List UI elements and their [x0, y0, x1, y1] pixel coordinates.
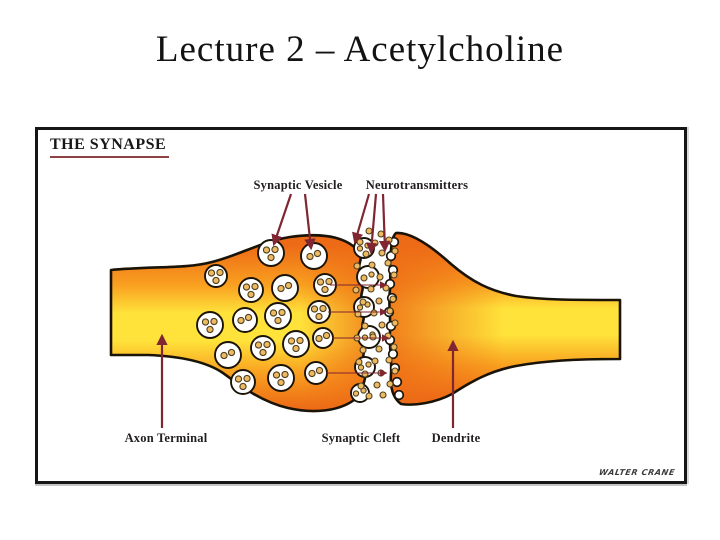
synaptic-vesicle — [230, 369, 256, 395]
synaptic-vesicle — [238, 277, 264, 303]
synaptic-vesicle — [307, 300, 331, 324]
neurotransmitter-molecule — [377, 230, 385, 238]
neurotransmitter-molecule — [367, 285, 375, 293]
synaptic-vesicle — [250, 335, 276, 361]
neurotransmitter-molecule — [365, 392, 373, 400]
synaptic-vesicle — [257, 239, 285, 267]
neurotransmitters-arrow-2 — [366, 193, 378, 255]
neurotransmitter-molecule — [390, 343, 398, 351]
synaptic-vesicle — [232, 307, 258, 333]
neurotransmitter-molecule — [382, 284, 390, 292]
neurotransmitter-molecule — [352, 286, 360, 294]
neurotransmitter-molecule — [386, 380, 394, 388]
synaptic-vesicle — [214, 341, 242, 369]
label-neurotransmitters: Neurotransmitters — [366, 178, 468, 192]
neurotransmitter-molecule — [375, 297, 383, 305]
neurotransmitter-molecule — [359, 298, 367, 306]
synaptic-vesicle — [196, 311, 224, 339]
slide-title: Lecture 2 – Acetylcholine — [155, 29, 565, 70]
dendrite-body — [387, 231, 622, 406]
neurotransmitter-molecule — [362, 250, 370, 258]
label-arrows — [156, 193, 459, 428]
synaptic-vesicle — [300, 242, 328, 270]
neurotransmitter-molecule — [357, 382, 365, 390]
synaptic-vesicle — [271, 274, 299, 302]
synaptic-vesicle — [267, 364, 295, 392]
synaptic-vesicle — [204, 264, 228, 288]
neurotransmitters-arrow-3 — [378, 193, 391, 253]
synaptic-vesicle-arrow-right — [303, 193, 316, 251]
neurotransmitters-arrow-1 — [352, 193, 371, 245]
release-arrows — [326, 281, 390, 377]
synaptic-vesicle — [304, 361, 328, 385]
artist-signature: WALTER CRANE — [598, 468, 676, 477]
synaptic-vesicle — [313, 273, 337, 297]
neurotransmitter-molecule — [386, 307, 394, 315]
neurotransmitter-molecule — [378, 321, 386, 329]
label-synaptic-vesicle: Synaptic Vesicle — [254, 178, 343, 192]
neurotransmitter-molecule — [371, 357, 379, 365]
neurotransmitter-molecule — [379, 391, 387, 399]
neurotransmitter-molecule — [385, 236, 393, 244]
synaptic-vesicles — [196, 239, 337, 395]
neurotransmitter-molecule — [365, 227, 373, 235]
neurotransmitter-molecule — [391, 367, 399, 375]
synaptic-vesicle — [282, 330, 310, 358]
neurotransmitter-molecule — [370, 309, 378, 317]
neurotransmitter-molecule — [356, 238, 364, 246]
neurotransmitter-molecule — [361, 370, 369, 378]
neurotransmitter-molecule — [353, 262, 361, 270]
membrane-fusion-pocket — [357, 325, 381, 349]
neurotransmitter-molecule — [391, 247, 399, 255]
neurotransmitter-molecule — [369, 333, 377, 341]
label-axon-terminal: Axon Terminal — [125, 431, 208, 445]
neurotransmitter-molecule — [373, 381, 381, 389]
neurotransmitter-molecule — [390, 271, 398, 279]
figure-heading: THE SYNAPSE — [50, 136, 170, 158]
receptor-knob — [391, 376, 403, 388]
neurotransmitter-molecule — [359, 346, 367, 354]
neurotransmitter-molecule — [384, 259, 392, 267]
neurotransmitter-molecule — [361, 322, 369, 330]
neurotransmitter-molecule — [368, 261, 376, 269]
neurotransmitter-molecule — [376, 273, 384, 281]
synapse-illustration: Synaptic Vesicle Neurotransmitters Axon … — [109, 178, 622, 445]
neurotransmitter-molecule — [360, 274, 368, 282]
receptor-knob — [393, 389, 405, 401]
neurotransmitter-molecule — [378, 249, 386, 257]
synaptic-vesicle — [312, 327, 334, 349]
neurotransmitter-molecule — [355, 358, 363, 366]
neurotransmitter-molecules — [352, 227, 399, 400]
synaptic-vesicle — [264, 302, 292, 330]
neurotransmitter-molecule — [385, 356, 393, 364]
neurotransmitter-molecule — [389, 295, 397, 303]
label-synaptic-cleft: Synaptic Cleft — [322, 431, 401, 445]
neurotransmitter-molecule — [391, 319, 399, 327]
synaptic-vesicle-arrow-left — [271, 193, 293, 247]
synapse-figure-panel: THE SYNAPSE — [35, 127, 687, 484]
neurotransmitter-molecule — [375, 345, 383, 353]
label-dendrite: Dendrite — [432, 431, 481, 445]
